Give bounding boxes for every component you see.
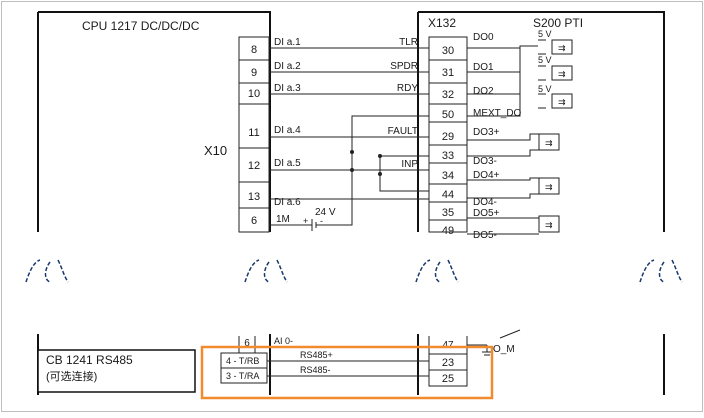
opto-output-2: 5 V ⇉ <box>467 84 573 109</box>
svg-text:⇉: ⇉ <box>545 220 553 230</box>
output-voltage-1: 5 V <box>538 55 552 65</box>
cb-subtitle: (可选连接) <box>46 370 97 383</box>
right-pin-33: 33 <box>442 150 454 162</box>
break-symbols <box>25 259 683 283</box>
right-pin-32: 32 <box>442 89 454 101</box>
di-label-6: DI a.6 <box>274 197 301 208</box>
di-label-2: DI a.2 <box>274 61 301 72</box>
right-pin-30: 30 <box>442 45 454 57</box>
svg-text:⇉: ⇉ <box>558 43 566 53</box>
do-label-4m: DO4- <box>473 197 497 208</box>
supply-label: 24 V <box>315 207 336 218</box>
do-label-5m: DO5- <box>473 230 497 241</box>
signal-tlr: TLR <box>399 37 418 48</box>
do-label-0: DO0 <box>473 32 494 43</box>
cb-pin-4: 4 - T/RB <box>226 356 259 366</box>
di-label-3: DI a.3 <box>274 83 301 94</box>
right-pin-49: 49 <box>442 225 454 237</box>
cpu-connector-label: X10 <box>204 143 227 158</box>
highlight-box <box>200 345 494 400</box>
signal-inp: INP <box>401 159 418 170</box>
right-pin-29: 29 <box>442 131 454 143</box>
left-pin-13: 13 <box>248 191 260 203</box>
drive-module: X132 S200 PTI <box>417 11 665 232</box>
right-pin-31: 31 <box>442 67 454 79</box>
right-top-pin: 47 <box>442 340 454 351</box>
right-pin-44: 44 <box>442 189 454 201</box>
do-label-2: DO2 <box>473 86 494 97</box>
signal-rdy: RDY <box>397 83 418 94</box>
left-pin-11: 11 <box>248 127 259 139</box>
left-pin-6: 6 <box>251 215 257 227</box>
signal-names: TLR SPDR RDY FAULT INP <box>388 37 419 170</box>
left-terminal-block: 8 9 10 11 12 13 6 <box>238 36 270 233</box>
di-labels: DI a.1 DI a.2 DI a.3 DI a.4 DI a.5 DI a.… <box>274 37 336 226</box>
left-pin-12: 12 <box>248 160 260 172</box>
cb-pin-top-label: AI 0- <box>274 336 293 346</box>
supply-minus: - <box>320 216 323 226</box>
cb-module: CB 1241 RS485 (可选连接) 4 - T/RB 3 - T/RA 6… <box>37 329 665 395</box>
opto-output-5: ⇉ <box>467 215 560 235</box>
cb-target-23: 23 <box>442 357 454 369</box>
right-pin-50: 50 <box>442 109 454 121</box>
opto-output-0: 5 V ⇉ <box>467 29 573 55</box>
cb-title: CB 1241 RS485 <box>46 353 133 367</box>
di-label-4: DI a.4 <box>274 125 301 136</box>
drive-title: S200 PTI <box>533 16 583 30</box>
cpu-title: CPU 1217 DC/DC/DC <box>82 19 200 33</box>
svg-text:⇉: ⇉ <box>545 138 553 148</box>
drive-connector-label: X132 <box>428 16 456 30</box>
rs485-plus: RS485+ <box>300 350 333 360</box>
output-voltage-2: 5 V <box>538 84 552 94</box>
signal-fault: FAULT <box>388 126 418 137</box>
signal-wires <box>269 47 429 231</box>
right-terminal-block: 30 31 32 50 29 33 34 44 35 49 <box>428 36 468 237</box>
rs485-minus: RS485- <box>300 365 331 375</box>
do-label-4p: DO4+ <box>473 170 500 181</box>
supply-plus: + <box>303 216 308 226</box>
left-pin-9: 9 <box>251 67 257 79</box>
signal-spdr: SPDR <box>390 61 418 72</box>
opto-output-4: ⇉ <box>467 177 560 199</box>
opto-output-3: ⇉ <box>467 133 560 157</box>
output-voltage-0: 5 V <box>538 29 552 39</box>
do-label-mext: MEXT_DO <box>473 108 522 119</box>
right-pin-34: 34 <box>442 170 454 182</box>
do-label-3m: DO3- <box>473 156 497 167</box>
di-label-1: DI a.1 <box>274 37 301 48</box>
do-label-1: DO1 <box>473 62 494 73</box>
right-pin-35: 35 <box>442 207 454 219</box>
opto-output-1: 5 V ⇉ <box>467 55 573 81</box>
ground-label: 1M <box>276 214 290 225</box>
cpu-module: CPU 1217 DC/DC/DC X10 <box>37 11 271 232</box>
right-top-label: O_M <box>493 344 515 355</box>
svg-text:⇉: ⇉ <box>545 182 553 192</box>
cb-target-25: 25 <box>442 373 454 385</box>
do-outputs: DO0 DO1 DO2 MEXT_DO DO3+ DO3- DO4+ DO4- … <box>467 29 573 241</box>
cb-pin-3: 3 - T/RA <box>226 371 259 381</box>
svg-text:⇉: ⇉ <box>558 69 566 79</box>
svg-text:⇉: ⇉ <box>558 97 566 107</box>
left-pin-10: 10 <box>248 88 260 100</box>
do-label-3p: DO3+ <box>473 127 500 138</box>
cb-pin-top: 6 <box>244 338 250 349</box>
left-pin-8: 8 <box>251 44 257 56</box>
do-label-5p: DO5+ <box>473 208 500 219</box>
di-label-5: DI a.5 <box>274 158 301 169</box>
